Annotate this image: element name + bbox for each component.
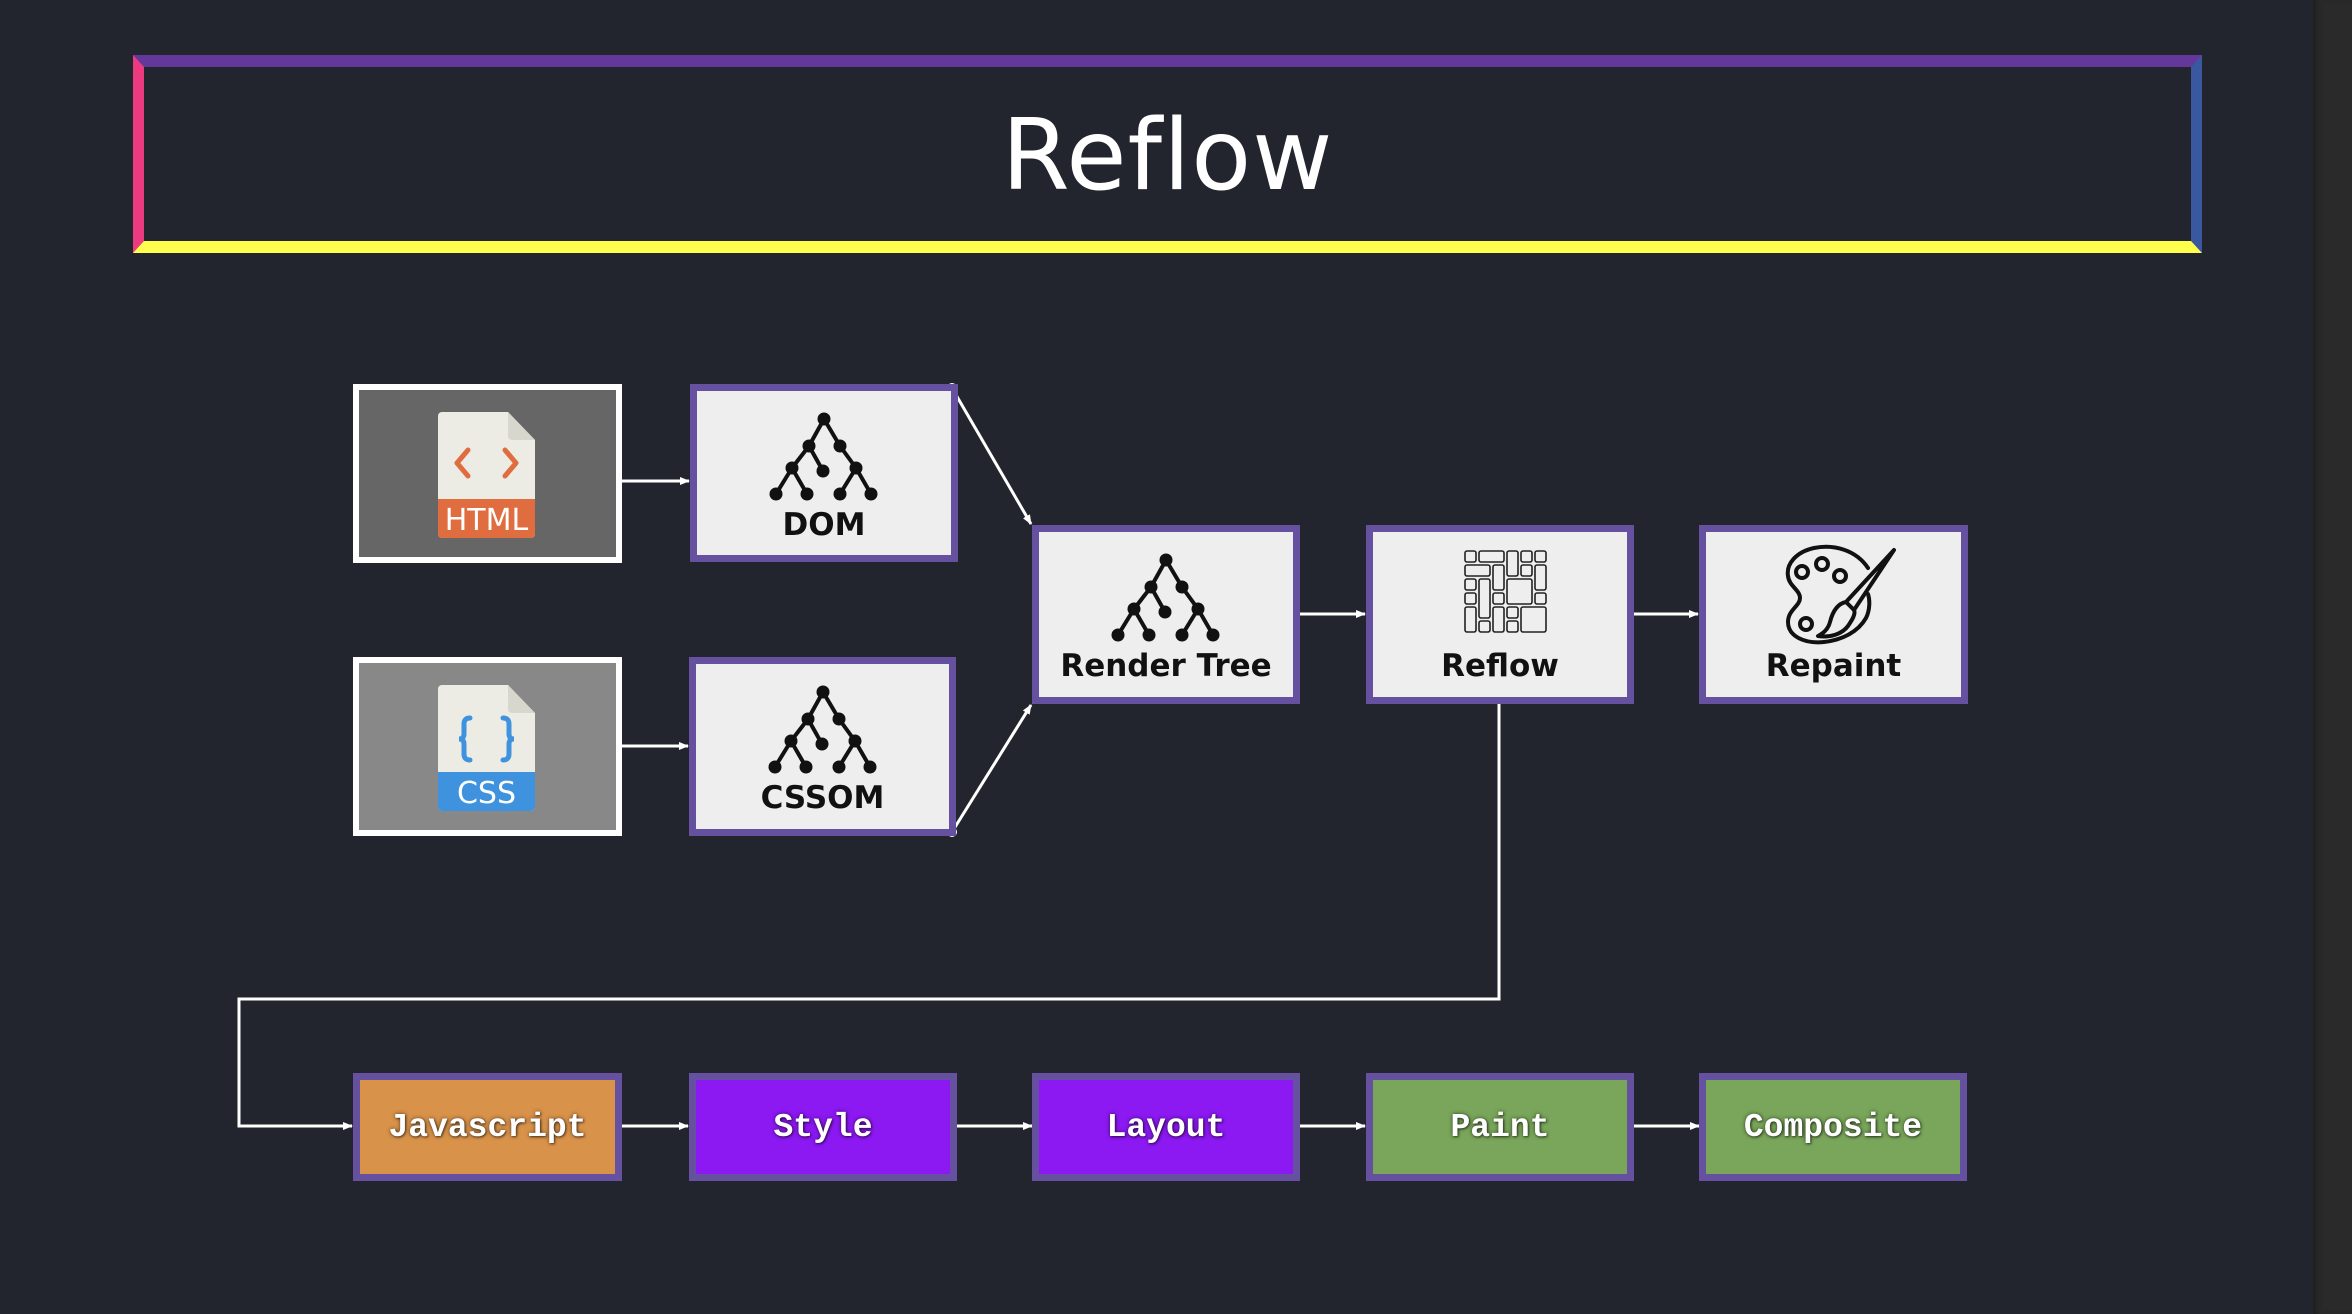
tree-node (1144, 580, 1158, 594)
tree-node (802, 439, 816, 453)
tree-node (816, 685, 830, 699)
tree-node (1127, 602, 1141, 616)
tree-node (1142, 628, 1156, 642)
tree-node (1159, 553, 1173, 567)
css-source-node: CSS (353, 657, 622, 836)
stage-layout: Layout (1032, 1073, 1300, 1181)
grid-cell (1506, 550, 1519, 577)
grid-cell (1464, 606, 1477, 633)
grid-cell (1534, 564, 1547, 591)
tree-icon (1111, 553, 1220, 642)
title-banner: Reflow (133, 55, 2202, 253)
tree-node (1111, 628, 1125, 642)
reflow-node: Reflow (1366, 525, 1634, 704)
tree-node (1206, 628, 1220, 642)
arrow-reflow-to-javascript (237, 704, 1501, 1130)
grid-cell (1506, 606, 1519, 619)
tree-node (816, 464, 830, 478)
html-file-icon: HTML (438, 412, 535, 538)
cssom-label: CSSOM (760, 780, 885, 816)
grid-cell (1478, 578, 1491, 619)
grid-cell (1464, 550, 1477, 563)
grid-cell (1534, 550, 1547, 563)
grid-cell (1464, 592, 1477, 605)
arrow-dom-to-render-tree (950, 387, 1033, 525)
dom-label: DOM (782, 507, 866, 543)
stage-label: Composite (1743, 1108, 1923, 1146)
tree-node (833, 439, 847, 453)
tree-node (768, 760, 782, 774)
grid-cell (1520, 550, 1533, 563)
stage-style: Style (689, 1073, 957, 1181)
repaint-label: Repaint (1765, 648, 1902, 684)
side-panel-edge (2313, 0, 2352, 1314)
grid-cell (1464, 564, 1491, 577)
tree-icon (768, 685, 877, 774)
grid-cell (1464, 578, 1477, 591)
tree-node (801, 712, 815, 726)
tree-node (1175, 628, 1189, 642)
stage-paint: Paint (1366, 1073, 1634, 1181)
grid-cell (1520, 564, 1533, 577)
cssom-node: CSSOM (689, 657, 956, 836)
grid-cell (1478, 550, 1505, 563)
grid-cell (1492, 606, 1505, 633)
grid-cell (1492, 592, 1505, 605)
render-tree-label: Render Tree (1060, 648, 1272, 684)
tree-node (833, 487, 847, 501)
tree-node (864, 487, 878, 501)
tree-node (815, 737, 829, 751)
tree-node (848, 734, 862, 748)
tree-node (817, 412, 831, 426)
tree-node (785, 461, 799, 475)
tree-node (832, 712, 846, 726)
stage-label: Paint (1450, 1108, 1550, 1146)
grid-cell (1534, 592, 1547, 605)
grid-cell (1506, 620, 1519, 633)
html-source-node: HTML (353, 384, 622, 563)
render-tree-node: Render Tree (1032, 525, 1300, 704)
stage-composite: Composite (1699, 1073, 1967, 1181)
tree-node (800, 487, 814, 501)
stage-label: Style (773, 1108, 873, 1146)
css-file-label: CSS (457, 776, 516, 811)
reflow-label: Reflow (1441, 648, 1559, 684)
page-title: Reflow (1001, 99, 1334, 213)
tree-node (784, 734, 798, 748)
stage-label: Javascript (388, 1108, 587, 1146)
tree-node (1158, 605, 1172, 619)
grid-cell (1478, 620, 1491, 633)
tree-node (863, 760, 877, 774)
tree-node (832, 760, 846, 774)
layout-grid-icon (1464, 550, 1547, 633)
tree-node (769, 487, 783, 501)
arrow-cssom-to-render-tree (950, 704, 1033, 833)
tree-node (849, 461, 863, 475)
css-file-icon: CSS (438, 685, 535, 811)
paint-palette-icon (1785, 544, 1896, 645)
html-file-label: HTML (445, 503, 529, 538)
tree-node (799, 760, 813, 774)
grid-cell (1492, 564, 1505, 591)
stage-label: Layout (1106, 1108, 1226, 1146)
tree-icon (769, 412, 878, 501)
tree-node (1191, 602, 1205, 616)
repaint-node: Repaint (1699, 525, 1968, 704)
tree-node (1175, 580, 1189, 594)
grid-cell (1506, 578, 1533, 605)
grid-cell (1520, 606, 1547, 633)
dom-node: DOM (690, 384, 958, 562)
stage-javascript: Javascript (353, 1073, 622, 1181)
